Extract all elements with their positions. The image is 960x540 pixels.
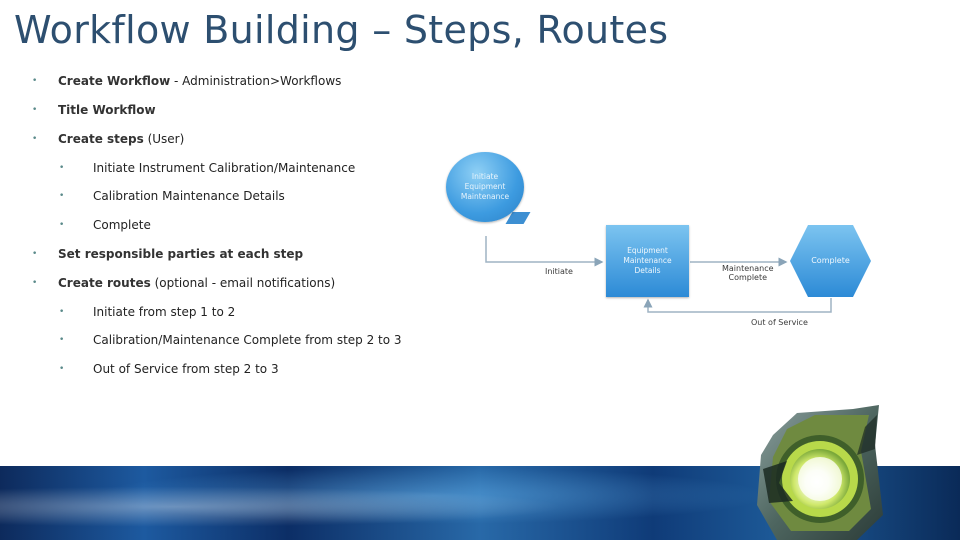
bullet-dot: • <box>59 191 65 201</box>
bullet-dot: • <box>59 163 65 173</box>
bullet-responsible-parties: • Set responsible parties at each step <box>32 247 304 262</box>
step-label: Maintenance <box>460 192 510 201</box>
route-out-of-service-line <box>643 298 832 313</box>
bullet-text: Initiate Instrument Calibration/Maintena… <box>93 161 356 175</box>
bullet-create-workflow: • Create Workflow - Administration>Workf… <box>32 74 342 89</box>
slide-title: Workflow Building – Steps, Routes <box>14 8 669 52</box>
bullet-dot: • <box>59 335 65 345</box>
sub-bullet-route-3: • Out of Service from step 2 to 3 <box>59 362 279 377</box>
sub-bullet-step-3: • Complete <box>59 218 151 233</box>
step-label: Equipment <box>464 182 506 191</box>
step-label: Maintenance <box>623 256 672 265</box>
route-initiate-line <box>485 236 604 267</box>
bullet-dot: • <box>32 105 38 115</box>
bullet-strong-text: Set responsible parties at each step <box>58 247 304 261</box>
bullet-dot: • <box>32 76 38 86</box>
bullet-dot: • <box>59 220 65 230</box>
bullet-strong-text: Create steps <box>58 132 144 146</box>
route-label-line: Complete <box>728 273 768 282</box>
sub-bullet-route-1: • Initiate from step 1 to 2 <box>59 305 236 320</box>
sub-bullet-step-1: • Initiate Instrument Calibration/Mainte… <box>59 161 356 176</box>
bullet-text: Initiate from step 1 to 2 <box>93 305 236 319</box>
route-label-out-of-service: Out of Service <box>751 318 808 327</box>
bullet-dot: • <box>32 278 38 288</box>
route-label-line: Maintenance <box>722 264 774 273</box>
bullet-dot: • <box>59 364 65 374</box>
bullet-create-steps: • Create steps (User) <box>32 132 185 147</box>
sub-bullet-step-2: • Calibration Maintenance Details <box>59 189 285 204</box>
step-label: Complete <box>811 256 850 265</box>
step-initiate-node: Initiate Equipment Maintenance <box>446 152 524 222</box>
step-complete-node: Complete <box>790 225 871 297</box>
route-label-complete: Maintenance Complete <box>722 264 774 282</box>
bullet-strong-text: Title Workflow <box>58 103 156 117</box>
bullet-dot: • <box>59 307 65 317</box>
bullet-title-workflow: • Title Workflow <box>32 103 156 118</box>
step-label: Details <box>634 266 661 275</box>
bullet-text: (User) <box>143 132 185 146</box>
route-label-initiate: Initiate <box>545 267 573 276</box>
bullet-text: (optional - email notifications) <box>150 276 336 290</box>
bullet-dot: • <box>32 134 38 144</box>
bullet-dot: • <box>32 249 38 259</box>
bullet-text: Complete <box>93 218 151 232</box>
sub-bullet-route-2: • Calibration/Maintenance Complete from … <box>59 333 402 348</box>
bullet-list: • Create Workflow - Administration>Workf… <box>0 0 440 400</box>
company-logo-icon <box>757 405 883 540</box>
step-label: Initiate <box>471 172 499 181</box>
bullet-text: Calibration/Maintenance Complete from st… <box>93 333 402 347</box>
bullet-strong-text: Create routes <box>58 276 151 290</box>
bullet-strong-text: Create Workflow <box>58 74 171 88</box>
bullet-text: Calibration Maintenance Details <box>93 189 285 203</box>
bullet-create-routes: • Create routes (optional - email notifi… <box>32 276 336 291</box>
step-label: Equipment <box>627 246 668 255</box>
bullet-text: Out of Service from step 2 to 3 <box>93 362 279 376</box>
step-details-node: Equipment Maintenance Details <box>606 225 689 297</box>
bullet-text: - Administration>Workflows <box>170 74 342 88</box>
hexagon-shape <box>790 225 871 297</box>
